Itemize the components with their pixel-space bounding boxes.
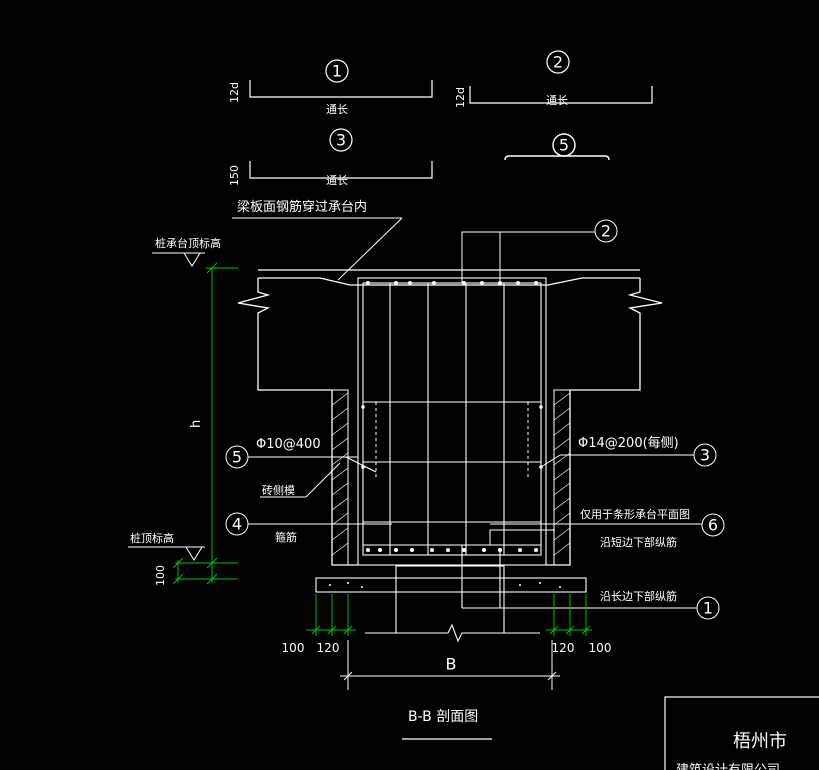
brick-formwork-left: [331, 389, 349, 566]
callout-6: 6: [708, 516, 718, 535]
bottom-dimensions: [306, 594, 592, 636]
height-label: h: [189, 420, 204, 428]
callout-3: 3: [700, 446, 710, 465]
bar-detail-5: [504, 133, 610, 161]
cushion-dots: [329, 582, 561, 588]
bar-5-mark: 5: [559, 136, 569, 155]
bottom-bar-dots: [361, 405, 543, 552]
title-block: [664, 696, 819, 770]
height-dimension: [172, 262, 238, 585]
top-bar-dots: [366, 281, 538, 285]
short-bottom-bars-note: 沿短边下部纵筋: [600, 535, 677, 549]
dim-120-right: 120: [552, 641, 575, 655]
bar-1-length: 通长: [326, 103, 348, 116]
pile-cap-top-elevation: 桩承台顶标高: [155, 236, 221, 250]
callout-2-leader: [461, 219, 618, 283]
strip-cap-note: 仅用于条形承台平面图: [580, 507, 690, 521]
company-name-line2: 建筑设计有限公司: [676, 762, 780, 770]
short-bottom-bar: [363, 529, 555, 546]
width-b-dimension: [340, 640, 560, 690]
callout-5: 5: [232, 448, 242, 467]
brick-formwork-note: 砖侧模: [262, 483, 295, 497]
bar-3-length: 通长: [326, 174, 348, 187]
pile-top-elevation: 桩顶标高: [130, 531, 174, 545]
callout-6-leader: [490, 513, 725, 537]
callout-2: 2: [601, 222, 611, 241]
brick-formwork-right: [553, 389, 571, 566]
callout-5-leader: [225, 445, 377, 473]
dim-120-left: 120: [317, 641, 340, 655]
bar-1-mark: 1: [332, 62, 342, 81]
pile: [315, 545, 587, 643]
note-beam-slab-bars: 梁板面钢筋穿过承台内: [237, 199, 367, 215]
note-leader-beam: [232, 217, 403, 281]
callout-4-leader: [225, 512, 392, 536]
dim-100-left: 100: [282, 641, 305, 655]
bar-2-hook: 12d: [454, 87, 467, 108]
callout-1: 1: [703, 599, 713, 618]
width-b-label: B: [446, 655, 457, 674]
callout-4: 4: [232, 515, 242, 534]
dim-100-right: 100: [589, 641, 612, 655]
stirrup-spec: Φ10@400: [256, 437, 321, 452]
callout-1-leader: [462, 596, 720, 620]
brick-note-leader: [260, 462, 341, 498]
bar-2-mark: 2: [553, 53, 563, 72]
bar-detail-1: [249, 59, 433, 98]
side-bar-spec: Φ14@200(每侧): [578, 435, 679, 451]
company-name: 梧州市: [733, 731, 787, 752]
bar-2-length: 通长: [546, 94, 568, 107]
callout-3-leader: [540, 443, 717, 468]
stirrup-dashed: [375, 402, 529, 478]
bar-detail-2: [469, 50, 653, 104]
pile-cap-body: [357, 277, 547, 566]
long-bottom-bars-note: 沿长边下部纵筋: [600, 589, 677, 603]
stirrup-note: 箍筋: [275, 530, 297, 544]
section-title: B-B 剖面图: [408, 709, 478, 725]
bar-3-mark: 3: [336, 131, 346, 150]
embed-dim-100: 100: [154, 565, 167, 586]
elevation-symbols: [128, 252, 205, 561]
bar-1-hook: 12d: [228, 82, 241, 103]
bar-3-hook: 150: [228, 165, 241, 186]
bar-detail-3: [249, 128, 433, 179]
